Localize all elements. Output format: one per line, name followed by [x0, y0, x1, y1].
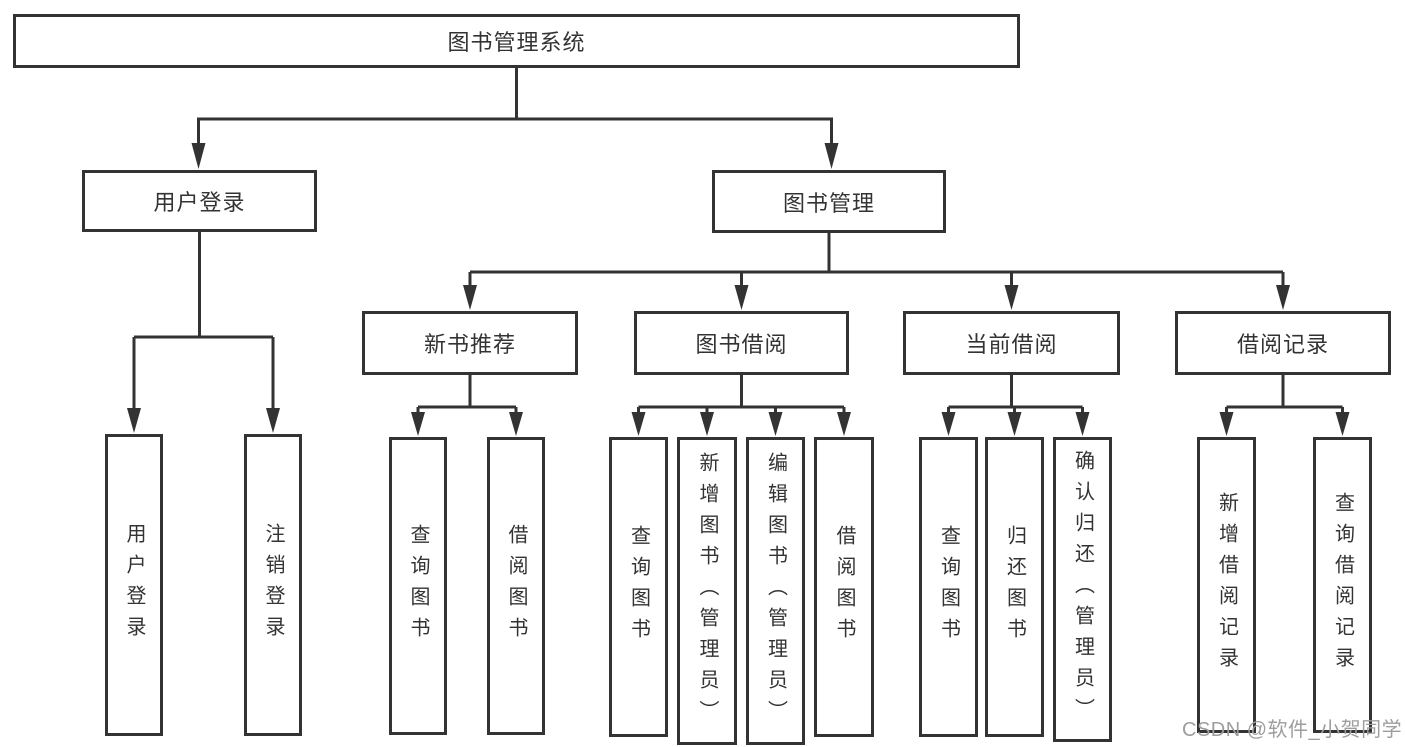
node-new-book-rec: 新书推荐 [362, 311, 578, 375]
leaf-label: 借阅图书 [505, 524, 527, 648]
arrowhead [509, 412, 523, 436]
arrowhead [1276, 285, 1290, 310]
leaf-label: 归还图书 [1003, 525, 1026, 649]
arrowhead [768, 412, 783, 436]
connector-current-borrow [947, 375, 1084, 414]
connector-borrow-records [1225, 375, 1344, 414]
node-book-mgmt: 图书管理 [712, 170, 946, 233]
leaf-label: 编辑图书（管理员） [764, 451, 787, 731]
arrowhead [824, 143, 839, 169]
leaf-add-book-admin: 新增图书（管理员） [677, 437, 737, 745]
node-borrow-records: 借阅记录 [1175, 311, 1391, 375]
connector-root [197, 68, 833, 146]
node-book-borrow: 图书借阅 [634, 311, 849, 375]
leaf-borrow-book-2: 借阅图书 [814, 437, 874, 737]
leaf-label: 查询图书 [627, 525, 650, 649]
node-current-borrow: 当前借阅 [903, 311, 1120, 375]
leaf-label: 借阅图书 [833, 525, 855, 649]
connector-book-borrow [637, 375, 846, 414]
leaf-label: 确认归还（管理员） [1071, 450, 1094, 729]
leaf-label: 查询图书 [937, 525, 960, 649]
arrowhead [1004, 285, 1019, 310]
arrowhead [631, 412, 646, 436]
leaf-label: 新增借阅记录 [1215, 492, 1238, 678]
leaf-user-login: 用户登录 [105, 434, 163, 736]
leaf-query-book-1: 查询图书 [389, 437, 447, 735]
leaf-label: 查询借阅记录 [1331, 492, 1354, 678]
leaf-borrow-book-1: 借阅图书 [487, 437, 545, 735]
arrowhead [1007, 412, 1022, 436]
arrowhead [1075, 412, 1090, 436]
leaf-label: 用户登录 [123, 523, 145, 647]
leaf-return-book: 归还图书 [985, 437, 1044, 737]
connector-user-login [132, 232, 275, 411]
node-root: 图书管理系统 [13, 14, 1020, 68]
leaf-query-book-3: 查询图书 [919, 437, 978, 737]
arrowhead [941, 412, 956, 436]
arrowhead [127, 408, 141, 433]
leaf-query-book-2: 查询图书 [609, 437, 668, 737]
connector-book-mgmt [468, 233, 1285, 288]
leaf-logout: 注销登录 [244, 434, 302, 736]
arrowheads [127, 143, 1350, 436]
arrowhead [700, 412, 714, 436]
leaf-edit-book-admin: 编辑图书（管理员） [746, 437, 805, 745]
arrowhead [266, 408, 280, 433]
connector-lines [132, 68, 1344, 414]
arrowhead [1335, 412, 1350, 436]
node-user-login: 用户登录 [82, 170, 317, 232]
arrowhead [1219, 412, 1234, 436]
leaf-query-borrow-record: 查询借阅记录 [1313, 437, 1372, 733]
connector-new-book-rec [416, 375, 518, 414]
arrowhead [411, 412, 425, 436]
arrowhead [463, 285, 477, 310]
leaf-add-borrow-record: 新增借阅记录 [1197, 437, 1256, 733]
arrowhead [837, 412, 851, 436]
leaf-label: 新增图书（管理员） [696, 451, 718, 731]
leaf-label: 注销登录 [262, 523, 284, 647]
arrowhead [734, 285, 749, 310]
leaf-label: 查询图书 [407, 524, 429, 648]
arrowhead [191, 143, 206, 169]
leaf-confirm-return-admin: 确认归还（管理员） [1053, 437, 1112, 742]
watermark: CSDN @软件_小贺同学 [1182, 719, 1403, 741]
